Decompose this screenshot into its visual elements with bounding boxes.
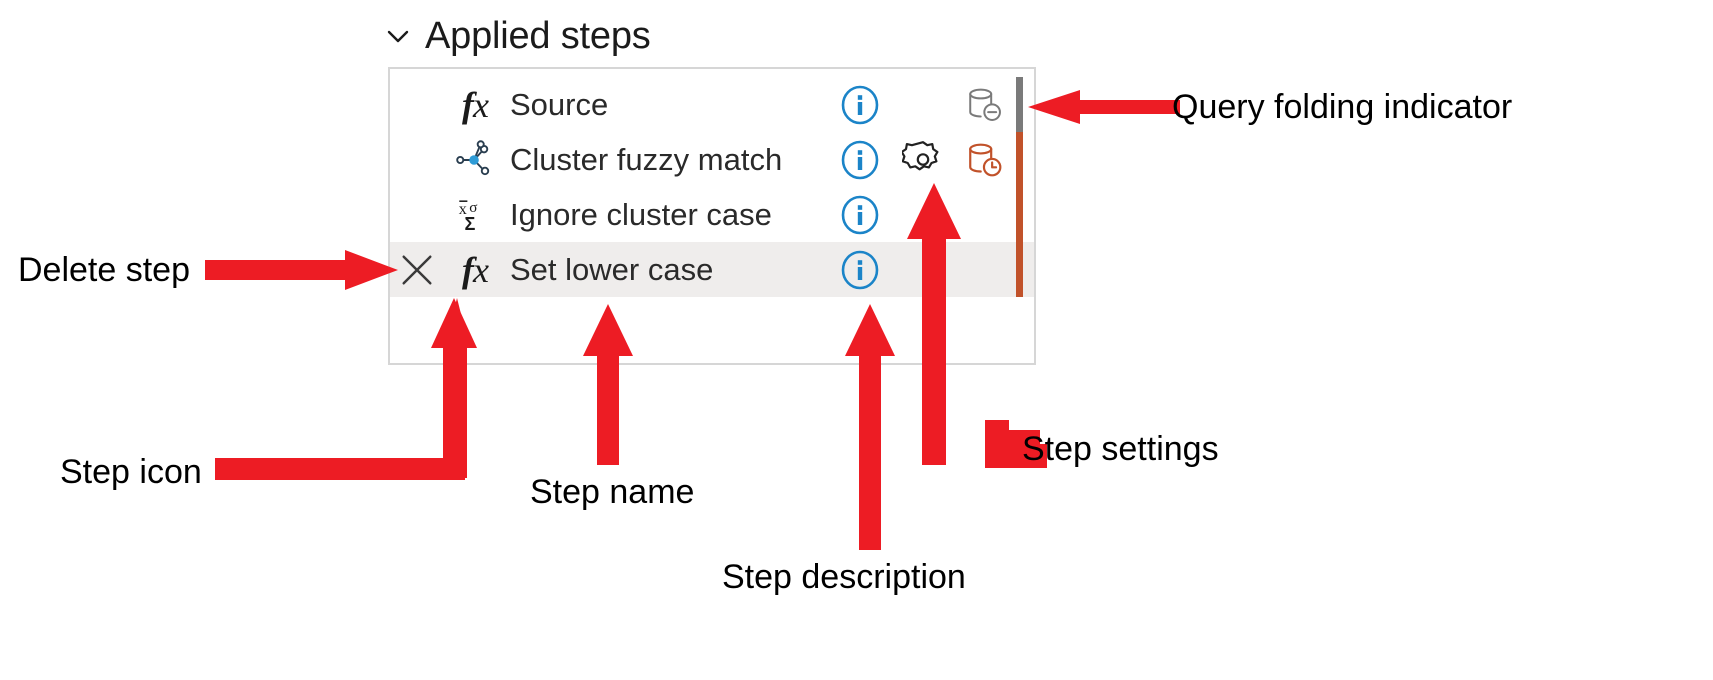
fx-function-icon: fx (462, 249, 489, 290)
annotation-arrow-step-description (840, 300, 900, 550)
step-name-label: Cluster fuzzy match (510, 142, 783, 177)
annotation-label-step-description: Step description (722, 558, 966, 596)
svg-text:x: x (459, 200, 467, 218)
annotation-arrow-delete-step (205, 248, 400, 292)
annotation-arrow-query-folding-indicator (1020, 82, 1180, 132)
fold-status-bar (1016, 77, 1034, 132)
svg-text:Σ: Σ (465, 214, 476, 234)
annotation-arrow-step-settings-elbow (985, 420, 1115, 470)
chevron-down-icon[interactable] (385, 23, 411, 49)
annotation-arrow-step-icon (215, 290, 490, 490)
info-circle-icon[interactable] (828, 250, 892, 290)
step-name-label: Source (510, 87, 609, 122)
annotation-label-query-folding-indicator: Query folding indicator (1172, 88, 1513, 126)
page-title: Applied steps (425, 15, 651, 57)
cluster-nodes-icon (444, 139, 506, 180)
info-circle-icon[interactable] (828, 140, 892, 180)
annotation-label-delete-step: Delete step (18, 251, 190, 289)
statistics-sigma-icon: x σ Σ (444, 195, 506, 235)
annotation-arrow-step-name (578, 300, 638, 465)
database-clock-icon[interactable] (954, 140, 1016, 180)
info-circle-icon[interactable] (828, 85, 892, 125)
fold-status-bar (1016, 132, 1034, 187)
fold-status-bar (1016, 187, 1034, 242)
table-row[interactable]: fx Source (390, 77, 1034, 132)
annotation-label-step-settings: Step settings (1022, 430, 1219, 468)
fx-function-icon: fx (462, 84, 489, 125)
annotation-label-step-icon: Step icon (60, 453, 202, 491)
step-name-label: Ignore cluster case (510, 197, 772, 232)
gear-icon[interactable] (892, 139, 954, 181)
annotation-label-step-name: Step name (530, 473, 695, 511)
table-row[interactable]: Cluster fuzzy match (390, 132, 1034, 187)
info-circle-icon[interactable] (828, 195, 892, 235)
step-name-label: Set lower case (510, 252, 714, 287)
applied-steps-header[interactable]: Applied steps (385, 8, 651, 64)
table-row[interactable]: x σ Σ Ignore cluster case (390, 187, 1034, 242)
database-minus-icon[interactable] (954, 85, 1016, 125)
fold-status-bar (1016, 242, 1034, 297)
close-x-icon[interactable] (390, 251, 444, 289)
svg-text:σ: σ (469, 199, 477, 216)
